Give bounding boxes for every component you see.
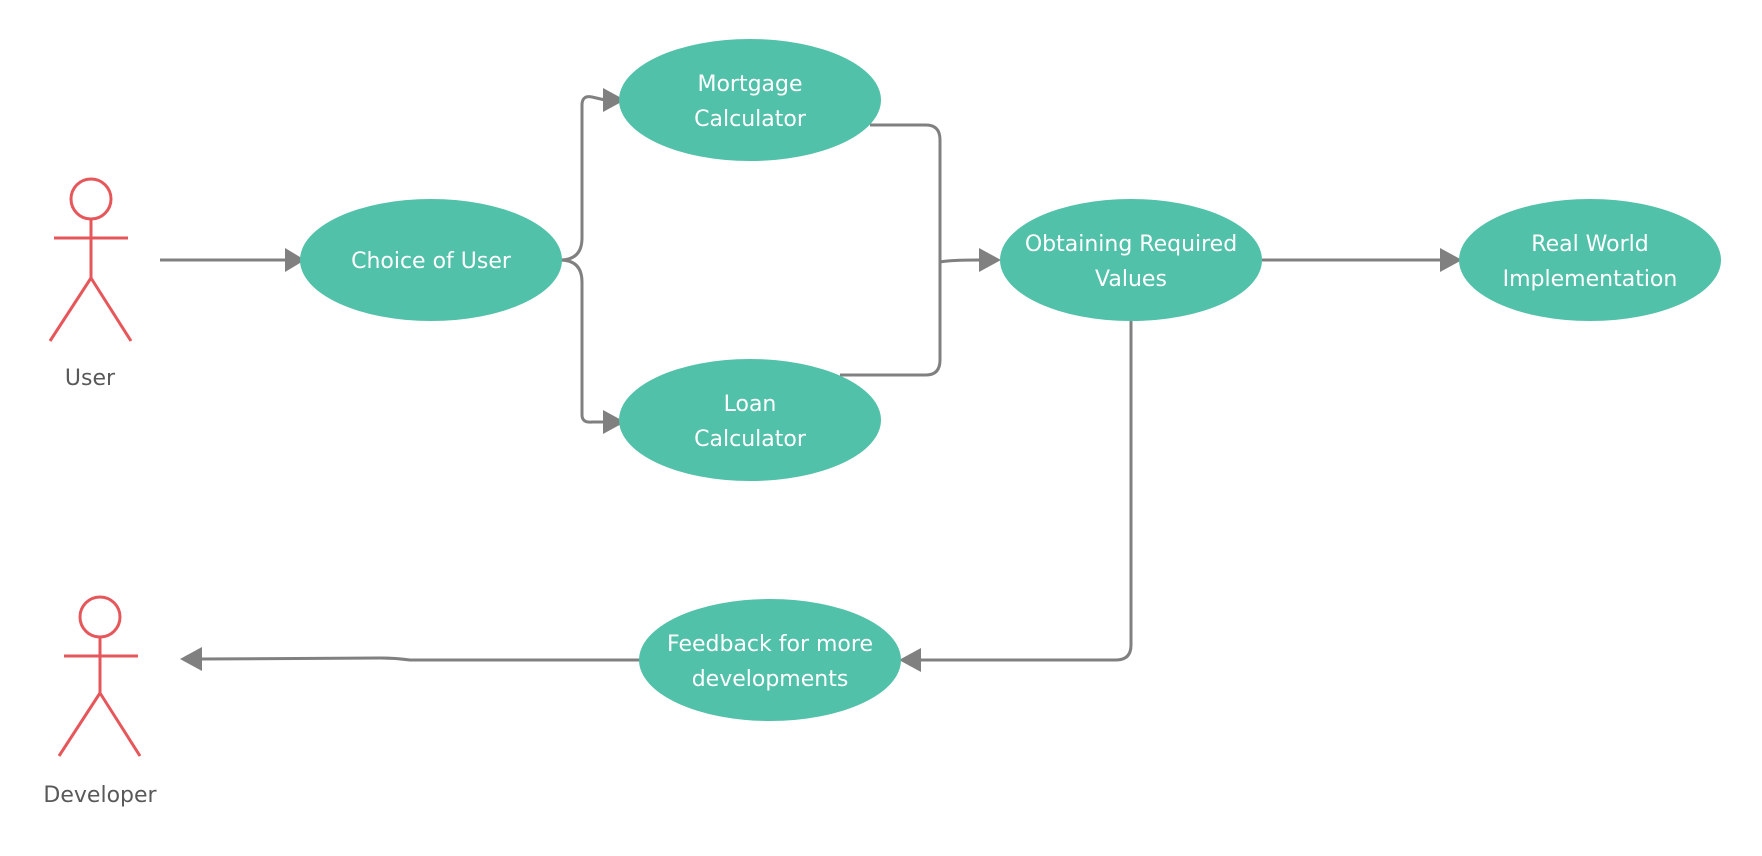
edge-merge-to-obtaining	[939, 258, 981, 264]
use-case-ellipse	[619, 359, 881, 481]
use-case-label-line2: Implementation	[1503, 267, 1678, 292]
edge-obtaining-to-feedback	[920, 320, 1133, 662]
use-case-label-line2: Calculator	[694, 427, 807, 452]
use-case-ellipse	[619, 39, 881, 161]
use-case-label: Choice of User	[351, 249, 512, 274]
use-case-feedback-for-more-developments[interactable]: Feedback for more developments	[639, 599, 901, 721]
use-case-label-line1: Real World	[1531, 232, 1648, 257]
developer-stick-figure-icon	[57, 595, 142, 757]
use-case-ellipse	[1459, 199, 1721, 321]
actor-user[interactable]: User	[48, 177, 133, 391]
use-case-label-line2: developments	[692, 667, 849, 692]
use-case-mortgage-calculator[interactable]: Mortgage Calculator	[619, 39, 881, 161]
edge-choice-to-mortgage	[559, 95, 606, 262]
user-stick-figure-icon	[48, 177, 133, 342]
edge-mortgage-to-obtaining	[840, 123, 942, 377]
use-case-ellipse	[1000, 199, 1262, 321]
arrowhead-choice	[285, 248, 305, 272]
use-case-label-line1: Loan	[724, 392, 777, 417]
use-case-choice-of-user[interactable]: Choice of User	[300, 199, 562, 321]
use-case-label-line2: Calculator	[694, 107, 807, 132]
use-case-label-line1: Obtaining Required	[1025, 232, 1237, 257]
use-case-label-line2: Values	[1095, 267, 1167, 292]
arrowhead-feedback	[899, 648, 921, 672]
edge-choice-to-loan	[559, 258, 605, 424]
actor-label: User	[65, 366, 116, 391]
arrowhead-realworld	[1440, 248, 1462, 272]
use-case-ellipse	[300, 199, 562, 321]
connectors	[160, 88, 1462, 672]
actor-developer[interactable]: Developer	[43, 595, 158, 808]
arrowhead-mortgage	[603, 88, 625, 112]
actor-label: Developer	[43, 783, 157, 808]
arrowhead-loan	[603, 410, 625, 434]
arrowhead-obtaining	[979, 248, 1001, 272]
use-case-real-world-implementation[interactable]: Real World Implementation	[1459, 199, 1721, 321]
use-case-label-line1: Feedback for more	[667, 632, 873, 657]
arrowhead-developer	[180, 647, 202, 671]
use-case-loan-calculator[interactable]: Loan Calculator	[619, 359, 881, 481]
use-case-label-line1: Mortgage	[697, 72, 802, 97]
use-case-obtaining-required-values[interactable]: Obtaining Required Values	[1000, 199, 1262, 321]
use-case-ellipse	[639, 599, 901, 721]
edge-feedback-to-developer	[199, 656, 640, 662]
